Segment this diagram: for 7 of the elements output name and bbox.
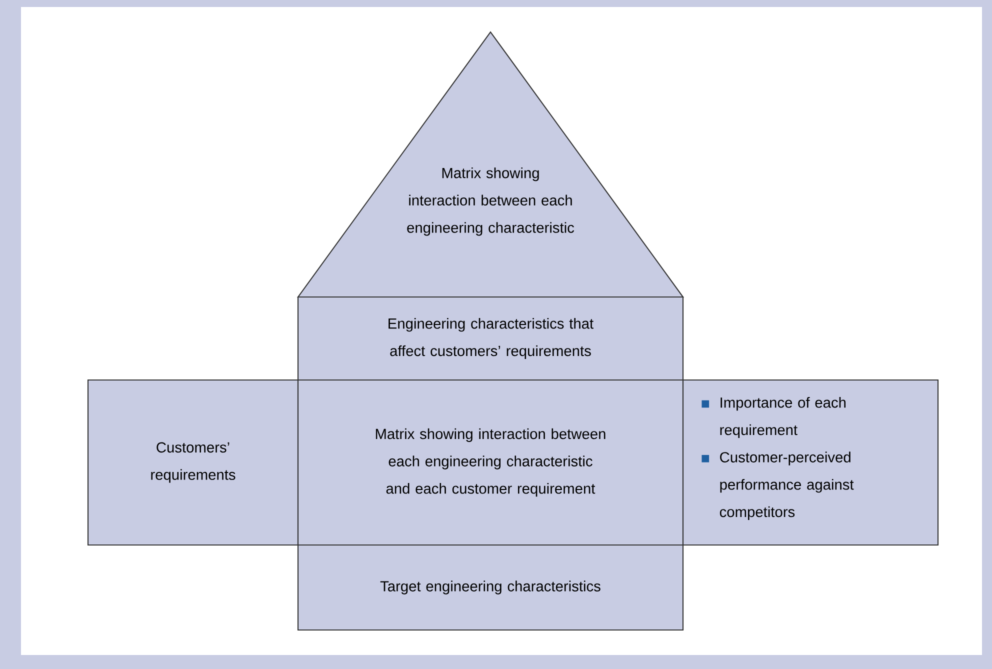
requirements-box: Customers’ requirements: [87, 379, 299, 546]
bullet-text: Customer-perceived performance against competitors: [720, 452, 854, 520]
ranking-box: [682, 379, 939, 546]
matrix-box: Matrix showing interaction between each engineering characteristic and each customer requirement: [297, 379, 684, 546]
ceiling-box: Engineering characteristics that affect customers’ requirements: [297, 296, 684, 381]
bullet-text: Importance of each requirement: [720, 397, 846, 438]
target-box: Target engineering characteristics: [297, 544, 684, 631]
